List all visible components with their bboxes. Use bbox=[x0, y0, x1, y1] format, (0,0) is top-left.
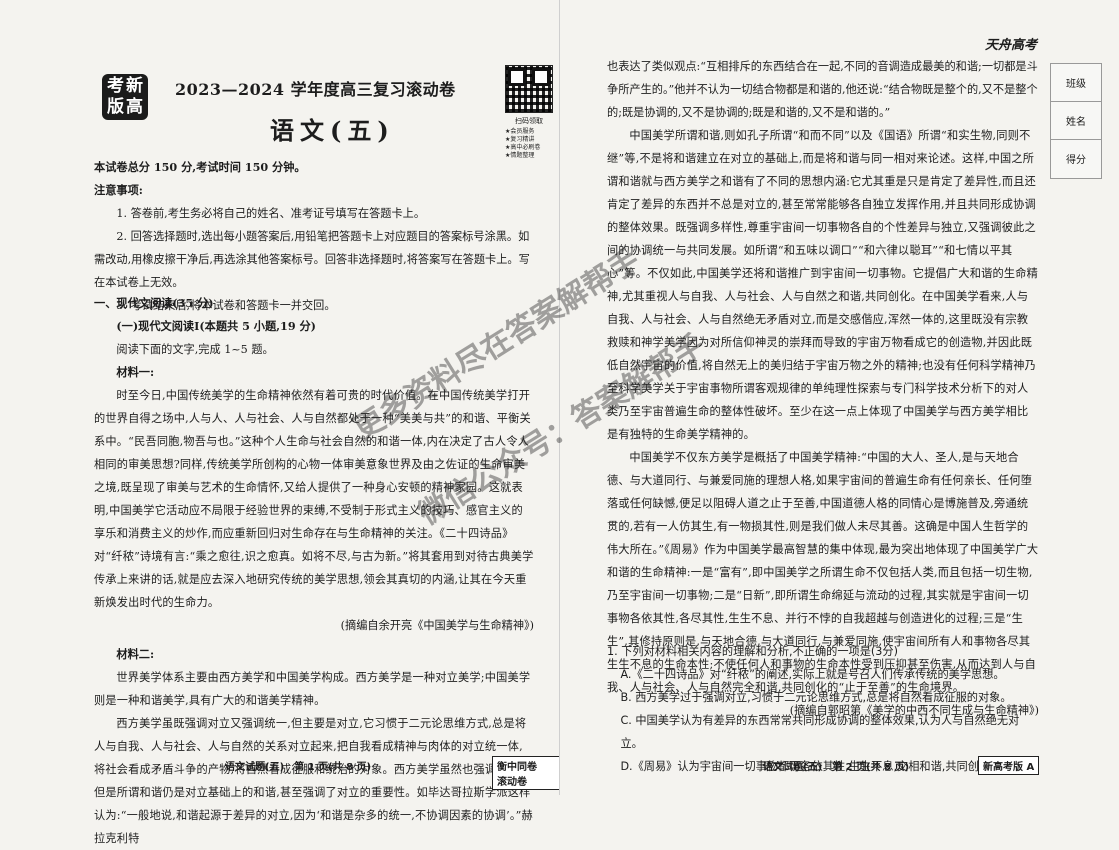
material2-source: (摘编自郭昭第《美学的中西不同生成与生命精神》) bbox=[789, 704, 1039, 717]
qr-service-item: ★情题整理 bbox=[505, 152, 535, 159]
reading-prompt: 阅读下面的文字,完成 1~5 题。 bbox=[116, 343, 274, 356]
logo-char: 新 bbox=[126, 76, 143, 96]
option-c[interactable]: C. 中国美学认为有差异的东西常常共同形成协调的整体效果,认为人与自然绝无对立。 bbox=[620, 714, 1020, 750]
material1-label: 材料一: bbox=[116, 365, 155, 379]
material1-source: (摘编自余开亮《中国美学与生命精神》) bbox=[340, 619, 534, 632]
option-a[interactable]: A.《二十四诗品》对“纤秾”的阐述,实际上就是号召人们传承传统的美学思想。 bbox=[620, 668, 1005, 681]
material2-label: 材料二: bbox=[116, 647, 155, 661]
material2-continued: 也表达了类似观点:“互相排斥的东西结合在一起,不同的音调造成最美的和谐;一切都是… bbox=[607, 60, 1038, 119]
material2-paragraph: 世界美学体系主要由西方美学和中国美学构成。西方美学是一种对立美学;中国美学则是一… bbox=[94, 671, 531, 707]
footer-stamp: 衡中同卷 滚动卷 bbox=[492, 756, 560, 790]
right-column-text: 也表达了类似观点:“互相排斥的东西结合在一起,不同的音调造成最美的和谐;一切都是… bbox=[607, 55, 1039, 722]
page-footer: 语文试题(五) 第 2 页(共 8 页) bbox=[763, 762, 910, 773]
material2-paragraph: 中国美学所谓和谐,则如孔子所谓“和而不同”以及《国语》所谓“和实生物,同则不继”… bbox=[607, 129, 1039, 441]
option-b[interactable]: B. 西方美学过于强调对立,习惯于二元论思维方式,总是将自然看成征服的对象。 bbox=[620, 691, 1012, 704]
qr-label: 扫码领取 bbox=[515, 117, 543, 125]
instructions-heading: 注意事项: bbox=[94, 183, 143, 197]
logo-char: 考 bbox=[107, 76, 124, 96]
material1-text: 时至今日,中国传统美学的生命精神依然有着可贵的时代价值。在中国传统美学打开的世界… bbox=[94, 389, 534, 609]
qr-code-icon[interactable] bbox=[505, 65, 553, 113]
student-info-box: 班级 姓名 得分 bbox=[1050, 63, 1102, 179]
material2-paragraph: 中国美学不仅东方美学是概括了中国美学精神:“中国的大人、圣人,是与天地合德、与大… bbox=[607, 451, 1039, 694]
exam-title: 2023—2024 学年度高三复习滚动卷 bbox=[175, 80, 456, 99]
instructions: 本试卷总分 150 分,考试时间 150 分钟。 注意事项: 1. 答卷前,考生… bbox=[94, 156, 534, 317]
qr-service-item: ★高中必刷卷 bbox=[505, 144, 541, 151]
score-field[interactable]: 得分 bbox=[1066, 155, 1086, 166]
qr-block: 扫码领取 ★会员服务 ★复习精讲 ★高中必刷卷 ★情题整理 bbox=[505, 65, 553, 160]
material2-paragraph: 西方美学虽既强调对立又强调统一,但主要是对立,它习惯于二元论思维方式,总是将人与… bbox=[94, 717, 533, 845]
subsection-title: (一)现代文阅读Ⅰ(本题共 5 小题,19 分) bbox=[116, 319, 316, 333]
instruction-item: 3. 考试结束后,将本试卷和答题卡一并交回。 bbox=[116, 299, 336, 312]
logo-char: 高 bbox=[126, 97, 143, 117]
instruction-item: 2. 回答选择题时,选出每小题答案后,用铅笔把答题卡上对应题目的答案标号涂黑。如… bbox=[94, 230, 530, 289]
page-divider bbox=[559, 0, 560, 795]
class-field[interactable]: 班级 bbox=[1051, 64, 1101, 102]
instruction-item: 1. 答卷前,考生务必将自己的姓名、准考证号填写在答题卡上。 bbox=[116, 207, 426, 220]
qr-services: ★会员服务 ★复习精讲 ★高中必刷卷 ★情题整理 bbox=[505, 128, 553, 160]
brand-logo: 考 新 版 高 bbox=[102, 74, 148, 120]
qr-service-item: ★会员服务 bbox=[505, 128, 535, 135]
footer-stamp: 新高考版 A bbox=[978, 756, 1040, 775]
question-stem: 1. 下列对材料相关内容的理解和分析,不正确的一项是(3分) bbox=[607, 645, 898, 658]
page-footer: 语文试题(五) 第 1 页(共 8 页) bbox=[225, 762, 372, 773]
option-d[interactable]: D.《周易》认为宇宙间一切事物都可各依其性,生生不息,交相和谐,共同创化。 bbox=[620, 760, 1002, 773]
qr-service-item: ★复习精讲 bbox=[505, 136, 535, 143]
section-title: 一、现代文阅读(35 分) bbox=[94, 296, 214, 310]
left-page: 考 新 版 高 2023—2024 学年度高三复习滚动卷 语文(五) 扫码领取 … bbox=[0, 0, 560, 845]
subject-title: 语文(五) bbox=[270, 116, 395, 145]
name-field[interactable]: 姓名 bbox=[1051, 102, 1101, 140]
question-1: 1. 下列对材料相关内容的理解和分析,不正确的一项是(3分) A.《二十四诗品》… bbox=[607, 640, 1039, 778]
brand-name: 天舟高考 bbox=[985, 38, 1038, 53]
total-score: 本试卷总分 150 分,考试时间 150 分钟。 bbox=[94, 160, 306, 174]
logo-char: 版 bbox=[107, 97, 124, 117]
